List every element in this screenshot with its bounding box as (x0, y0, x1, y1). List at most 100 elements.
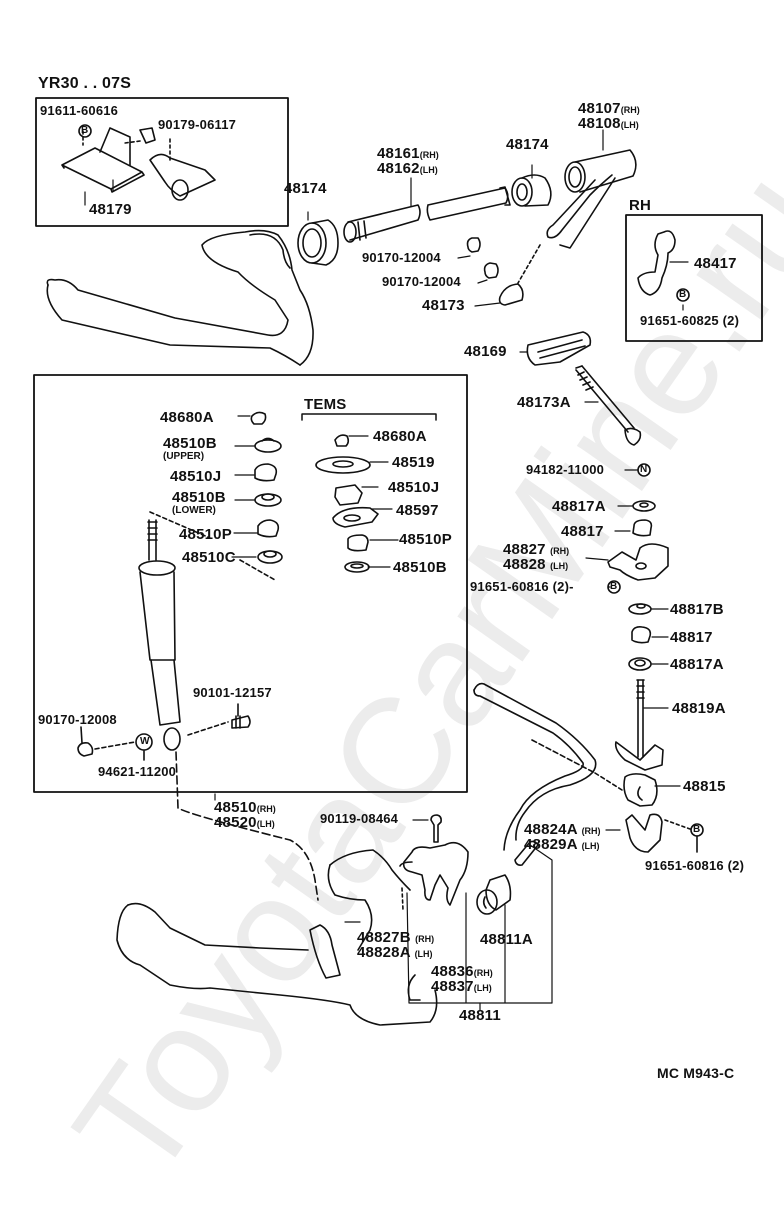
part-label-48817B: 48817B (670, 601, 724, 618)
part-label-48817-mid: 48817 (670, 629, 713, 646)
shock-mount-tems-drawing (315, 434, 379, 573)
part-label-48510C: 48510C (182, 549, 236, 566)
note-upper: (UPPER) (163, 451, 205, 462)
cushion-48817-top-drawing (632, 519, 653, 537)
part-label-48179: 48179 (89, 201, 132, 218)
part-number: 48510 (214, 799, 257, 816)
part-number: 48161 (377, 145, 420, 162)
washer-48817A-top-drawing (632, 500, 656, 512)
part-number: 48107 (578, 100, 621, 117)
part-label-48828A: 48828A (LH) (357, 945, 433, 962)
part-label-48837: 48837(LH) (431, 979, 492, 996)
part-label-48174-right: 48174 (506, 136, 549, 153)
part-label-94182-11000: 94182-11000 (526, 462, 605, 477)
washer-symbol-label: W (140, 736, 150, 747)
side-lh: (LH) (581, 841, 600, 851)
part-label-48510J-tems: 48510J (388, 479, 440, 496)
part-label-48817A-mid: 48817A (670, 656, 724, 673)
side-rh: (RH) (581, 826, 601, 836)
bushing-48174-left-drawing (297, 219, 339, 266)
bracket-48827B-drawing (399, 814, 469, 906)
part-label-48173: 48173 (422, 297, 465, 314)
part-label-48827: 48827 (RH) (503, 542, 569, 559)
part-label-48107: 48107(RH) (578, 101, 640, 118)
washer-48817A-mid-drawing (628, 657, 652, 671)
side-rh: (RH) (473, 968, 493, 978)
inset-box-rh (625, 214, 763, 342)
part-label-91651-60816-b: 91651-60816 (2) (645, 858, 745, 873)
part-number: 48162 (377, 160, 420, 177)
part-label-48510B-tems: 48510B (393, 559, 447, 576)
bushing-48174-right-drawing (511, 174, 552, 207)
part-number: 48828A (357, 944, 411, 961)
plate-48179-drawing (61, 124, 216, 201)
side-lh: (LH) (473, 983, 492, 993)
part-label-94621-11200: 94621-11200 (98, 764, 177, 779)
part-label-48510B-upper: 48510B (163, 435, 217, 452)
nuts-90170-drawing (466, 237, 499, 279)
part-label-48510: 48510(RH) (214, 800, 276, 817)
part-label-48174-left: 48174 (284, 180, 327, 197)
torque-arm-48107-drawing (546, 149, 637, 249)
part-number: 48827B (357, 929, 411, 946)
part-label-90170-12004-b: 90170-12004 (382, 274, 461, 289)
clip-48173-drawing (498, 244, 541, 306)
part-label-48519: 48519 (392, 454, 435, 471)
part-label-90179-06117: 90179-06117 (158, 117, 237, 132)
part-number: 48828 (503, 556, 546, 573)
part-label-48817-top: 48817 (561, 523, 604, 540)
part-label-48819A: 48819A (672, 700, 726, 717)
side-rh: (RH) (256, 804, 276, 814)
link-48819A-drawing (614, 679, 664, 771)
shock-hardware-drawing (77, 703, 251, 761)
inset-title-rh: RH (629, 197, 652, 214)
side-lh: (LH) (419, 165, 438, 175)
part-label-48824A: 48824A (RH) (524, 822, 601, 839)
torsion-bar-48161-drawing (343, 186, 511, 243)
part-number: 48827 (503, 541, 546, 558)
shock-absorber-drawing (138, 511, 276, 751)
bushing-48815-drawing (594, 772, 658, 807)
note-lower: (LOWER) (172, 505, 216, 516)
inset-box-shock (33, 374, 468, 793)
bushing-48811A-drawing (476, 874, 512, 915)
part-number: 48837 (431, 978, 474, 995)
side-rh: (RH) (550, 546, 570, 556)
part-label-48108: 48108(LH) (578, 116, 639, 133)
part-number: 48108 (578, 115, 621, 132)
part-label-90170-12008: 90170-12008 (38, 712, 117, 727)
part-label-48520: 48520(LH) (214, 815, 275, 832)
side-rh: (RH) (419, 150, 439, 160)
part-label-48169: 48169 (464, 343, 507, 360)
part-label-48836: 48836(RH) (431, 964, 493, 981)
lower-control-arm-drawing (116, 849, 438, 1026)
part-label-90119-08464: 90119-08464 (320, 811, 399, 826)
part-label-48161: 48161(RH) (377, 146, 439, 163)
plate-48169-drawing (526, 331, 592, 366)
inset-box-yr30 (35, 97, 289, 227)
part-label-90101-12157: 90101-12157 (193, 685, 272, 700)
bolt-symbol-label-b: B (693, 824, 701, 835)
part-label-48510P-tems: 48510P (399, 531, 452, 548)
side-lh: (LH) (620, 120, 639, 130)
washer-48817B-drawing (628, 603, 652, 615)
part-label-48811: 48811 (459, 1007, 501, 1024)
bracket-48827-drawing (607, 543, 669, 581)
shock-mount-left-drawing (250, 411, 283, 564)
part-label-48510P-left: 48510P (179, 526, 232, 543)
side-lh: (LH) (550, 561, 569, 571)
part-label-48680A-tems: 48680A (373, 428, 427, 445)
part-number: 48836 (431, 963, 474, 980)
side-rh: (RH) (415, 934, 435, 944)
part-label-48510J-left: 48510J (170, 468, 222, 485)
bolt-symbol-label-a: B (610, 581, 618, 592)
part-label-91651-60816-a: 91651-60816 (2)- (470, 579, 574, 594)
part-label-48173A: 48173A (517, 394, 571, 411)
part-number: 48829A (524, 836, 578, 853)
part-label-48815: 48815 (683, 778, 726, 795)
part-number: 48520 (214, 814, 257, 831)
shock-lower-dashed-line (175, 751, 319, 901)
part-label-48417: 48417 (694, 255, 737, 272)
leader-lines (84, 129, 689, 1011)
part-label-48828: 48828 (LH) (503, 557, 568, 574)
